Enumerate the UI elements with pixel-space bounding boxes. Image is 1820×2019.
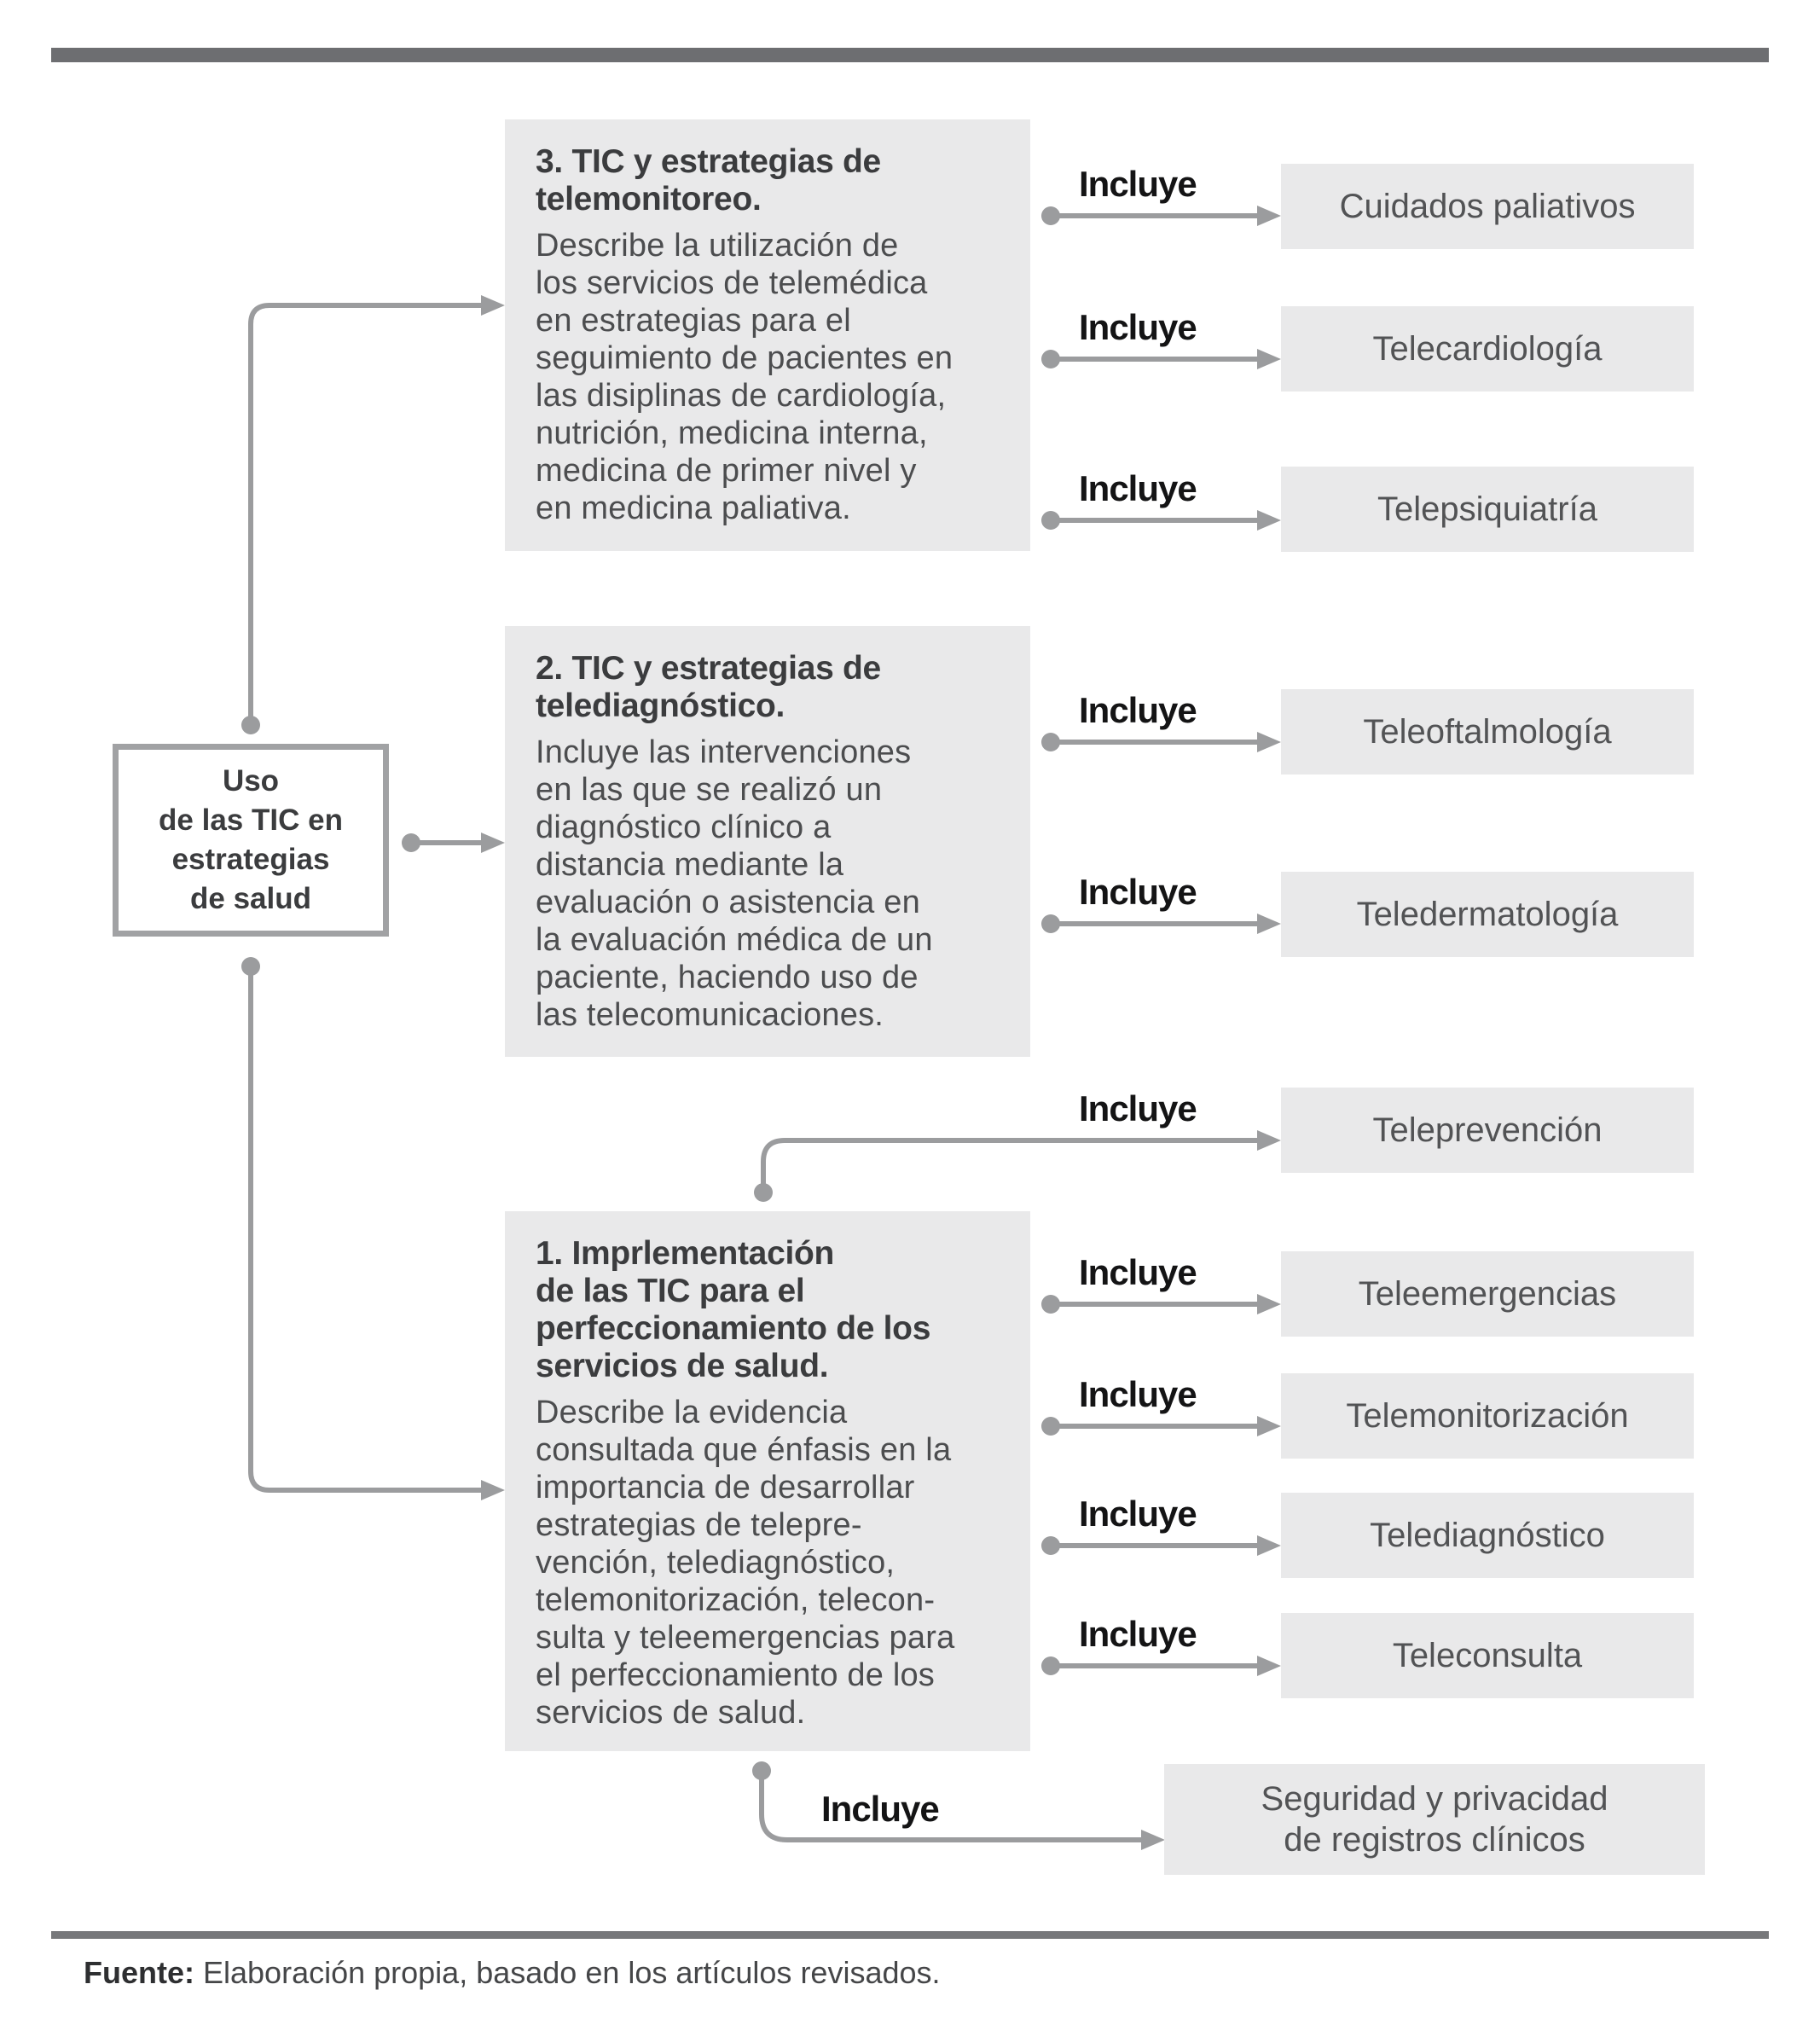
root-node-uso-tic: Uso de las TIC en estrategias de salud — [113, 744, 389, 937]
root-node-label: Uso de las TIC en estrategias de salud — [159, 764, 343, 915]
top-divider-bar — [51, 48, 1769, 62]
arrow-head — [1141, 1830, 1165, 1850]
category-box-1-implementacion: 1. Imprlementación de las TIC para el pe… — [505, 1211, 1030, 1751]
connector-start-dot — [402, 833, 420, 852]
connector-incluye-telepsiquiatria — [1041, 510, 1281, 531]
connector-root-to-category3 — [241, 295, 505, 734]
connector-start-dot — [241, 957, 260, 976]
connector-line — [761, 1138, 1259, 1192]
category-description: Incluye las intervenciones en las que se… — [536, 734, 933, 1033]
connector-incluye-seguridad — [752, 1761, 1165, 1850]
arrow-head — [1257, 1294, 1281, 1314]
include-box-teledermatologia: Teledermatología — [1281, 872, 1694, 957]
category-description: Describe la evidencia consultada que énf… — [536, 1395, 955, 1731]
arrow-head — [1257, 1656, 1281, 1676]
arrow-head — [1257, 349, 1281, 369]
connector-incluye-telediagnostico — [1041, 1535, 1281, 1556]
incluye-label: Incluye — [1079, 468, 1197, 508]
include-box-teleemergencias: Teleemergencias — [1281, 1251, 1694, 1337]
arrow-head — [1257, 732, 1281, 752]
connector-start-dot — [1041, 511, 1060, 530]
connector-start-dot — [1041, 350, 1060, 368]
incluye-label: Incluye — [1079, 1252, 1197, 1292]
category-title: 2. TIC y estrategias de telediagnóstico. — [536, 650, 881, 724]
arrow-head — [481, 833, 505, 853]
arrow-head — [1257, 1535, 1281, 1556]
arrow-head — [1257, 914, 1281, 934]
connector-root-to-category1 — [241, 957, 505, 1500]
arrow-head — [481, 295, 505, 316]
footer-divider-line — [51, 1931, 1769, 1939]
include-box-telediagnostico: Telediagnóstico — [1281, 1493, 1694, 1578]
connector-incluye-cuidados-paliativos — [1041, 206, 1281, 226]
include-box-cuidados-paliativos: Cuidados paliativos — [1281, 164, 1694, 249]
connector-start-dot — [1041, 914, 1060, 933]
source-note: Fuente: Elaboración propia, basado en lo… — [84, 1955, 941, 1991]
connector-start-dot — [752, 1761, 771, 1780]
connector-start-dot — [1041, 1536, 1060, 1555]
arrow-head — [1257, 1416, 1281, 1436]
include-box-teleprevencion: Teleprevención — [1281, 1088, 1694, 1173]
connector-line — [759, 1771, 1143, 1842]
connector-start-dot — [1041, 1295, 1060, 1314]
connector-line — [248, 303, 483, 725]
connector-incluye-teleemergencias — [1041, 1294, 1281, 1314]
include-box-telepsiquiatria: Telepsiquiatría — [1281, 467, 1694, 552]
connector-incluye-teleprevencion — [754, 1130, 1281, 1202]
category-box-2-telediagnostico: 2. TIC y estrategias de telediagnóstico.… — [505, 626, 1030, 1057]
connector-start-dot — [1041, 733, 1060, 751]
incluye-label: Incluye — [1079, 872, 1197, 912]
connector-start-dot — [1041, 206, 1060, 225]
arrow-head — [1257, 1130, 1281, 1151]
connector-incluye-teleoftalmologia — [1041, 732, 1281, 752]
incluye-label: Incluye — [1079, 307, 1197, 347]
category-title: 1. Imprlementación de las TIC para el pe… — [536, 1235, 931, 1384]
connector-start-dot — [1041, 1417, 1060, 1436]
include-box-telemonitorizacion: Telemonitorización — [1281, 1373, 1694, 1459]
include-box-seguridad-privacidad: Seguridad y privacidad de registros clín… — [1164, 1764, 1705, 1875]
connector-start-dot — [241, 716, 260, 734]
incluye-label: Incluye — [1079, 164, 1197, 204]
connector-line — [248, 966, 483, 1493]
connector-incluye-teledermatologia — [1041, 914, 1281, 934]
connector-root-to-category2 — [402, 833, 505, 853]
connector-start-dot — [1041, 1656, 1060, 1675]
arrow-head — [1257, 510, 1281, 531]
include-box-teleoftalmologia: Teleoftalmología — [1281, 689, 1694, 775]
incluye-label: Incluye — [1079, 1374, 1197, 1414]
category-box-3-telemonitoreo: 3. TIC y estrategias de telemonitoreo. D… — [505, 119, 1030, 551]
include-box-telecardiologia: Telecardiología — [1281, 306, 1694, 392]
source-note-prefix: Fuente: — [84, 1955, 194, 1990]
incluye-label: Incluye — [1079, 690, 1197, 730]
arrow-head — [1257, 206, 1281, 226]
category-description: Describe la utilización de los servicios… — [536, 228, 953, 526]
connector-incluye-telemonitorizacion — [1041, 1416, 1281, 1436]
arrow-head — [481, 1480, 505, 1500]
incluye-label: Incluye — [1079, 1088, 1197, 1128]
incluye-label: Incluye — [1079, 1494, 1197, 1534]
connector-start-dot — [754, 1183, 773, 1202]
connector-incluye-telecardiologia — [1041, 349, 1281, 369]
source-note-text: Elaboración propia, basado en los artícu… — [194, 1955, 941, 1990]
category-title: 3. TIC y estrategias de telemonitoreo. — [536, 143, 881, 218]
incluye-label: Incluye — [1079, 1614, 1197, 1654]
incluye-label: Incluye — [821, 1789, 940, 1829]
include-box-teleconsulta: Teleconsulta — [1281, 1613, 1694, 1698]
connector-incluye-teleconsulta — [1041, 1656, 1281, 1676]
